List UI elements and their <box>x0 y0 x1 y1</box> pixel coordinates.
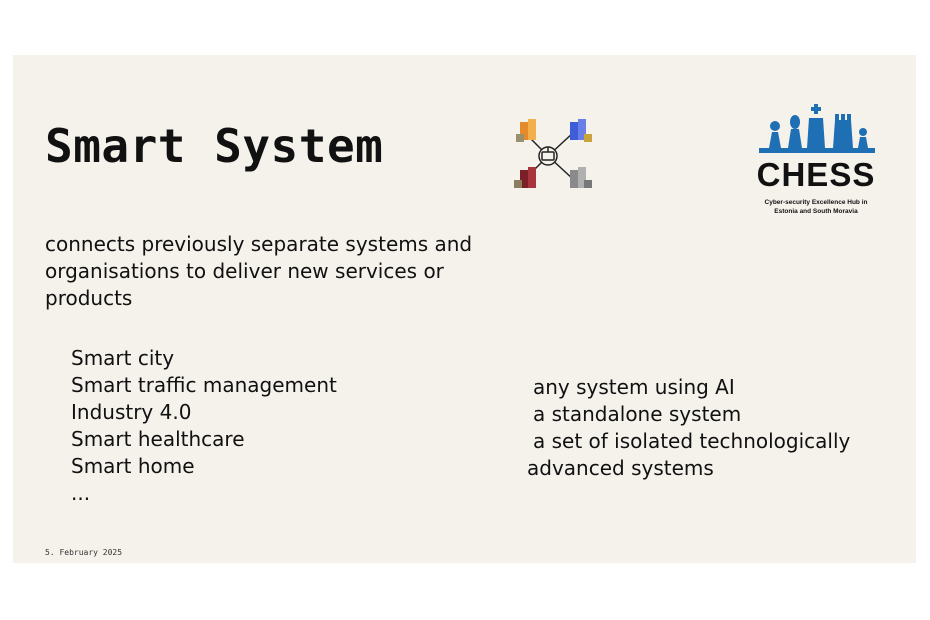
list-item: advanced systems <box>527 456 714 480</box>
slide-title: Smart System <box>45 119 384 173</box>
intro-text: connects previously separate systems and… <box>45 232 473 310</box>
examples-list: Smart city Smart traffic management Indu… <box>71 345 337 507</box>
list-item: ... <box>71 481 91 505</box>
slide-date: 5. February 2025 <box>45 548 123 557</box>
list-item: Smart healthcare <box>71 427 245 451</box>
list-item: a standalone system <box>533 402 742 426</box>
logo-name: CHESS <box>756 156 876 193</box>
non-examples-list: any system using AI a standalone system … <box>527 374 850 482</box>
list-item: Industry 4.0 <box>71 400 192 424</box>
list-item: Smart traffic management <box>71 373 337 397</box>
list-item: Smart home <box>71 454 195 478</box>
logo-tagline-line-2: Estonia and South Moravia <box>774 208 858 215</box>
logo-tagline-line-1: Cyber-security Excellence Hub in <box>764 199 868 206</box>
list-item: any system using AI <box>533 375 735 399</box>
list-item: a set of isolated technologically <box>533 429 851 453</box>
list-item: Smart city <box>71 346 175 370</box>
connected-buildings-network-icon <box>514 119 592 188</box>
slide: Smart System <box>13 55 916 563</box>
chess-pieces-logo-icon <box>759 104 875 153</box>
logo-tagline: Cyber-security Excellence Hub in Estonia… <box>733 198 899 216</box>
